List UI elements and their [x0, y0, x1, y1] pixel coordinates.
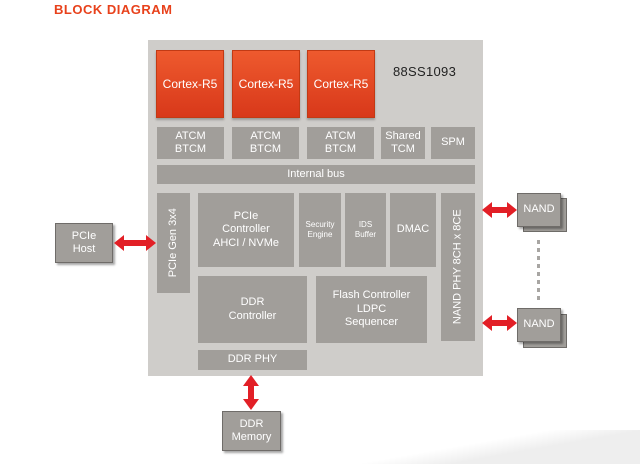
diagram-title: BLOCK DIAGRAM [54, 2, 173, 17]
nand-ellipsis [537, 240, 540, 300]
pcie-host: PCIe Host [55, 223, 113, 263]
nand-phy-block: NAND PHY 8CH x 8CE [441, 193, 475, 341]
atcm-btcm-1: ATCM BTCM [157, 127, 224, 159]
internal-bus: Internal bus [157, 165, 475, 184]
cortex-r5-core-3: Cortex-R5 [307, 50, 375, 118]
cortex-r5-core-1: Cortex-R5 [156, 50, 224, 118]
ddr-controller: DDR Controller [198, 276, 307, 343]
dmac: DMAC [390, 193, 436, 267]
ddr-phy: DDR PHY [198, 350, 307, 370]
nand-bottom-arrow [482, 315, 517, 331]
spm: SPM [431, 127, 475, 159]
flash-controller: Flash Controller LDPC Sequencer [316, 276, 427, 343]
atcm-btcm-3: ATCM BTCM [307, 127, 374, 159]
ddr-memory-arrow [243, 375, 259, 410]
cortex-r5-core-2: Cortex-R5 [232, 50, 300, 118]
nand-top: NAND [517, 193, 561, 227]
atcm-btcm-2: ATCM BTCM [232, 127, 299, 159]
security-engine: Security Engine [299, 193, 341, 267]
shared-tcm: Shared TCM [381, 127, 425, 159]
pcie-controller: PCIe Controller AHCI / NVMe [198, 193, 294, 267]
pcie-gen-block: PCIe Gen 3x4 [157, 193, 190, 293]
nand-top-arrow [482, 202, 517, 218]
pcie-host-arrow [114, 235, 156, 251]
background-decoration [360, 430, 640, 464]
ids-buffer: IDS Buffer [345, 193, 386, 267]
chip-part-number: 88SS1093 [393, 64, 457, 79]
nand-bottom: NAND [517, 308, 561, 342]
ddr-memory: DDR Memory [222, 411, 281, 451]
